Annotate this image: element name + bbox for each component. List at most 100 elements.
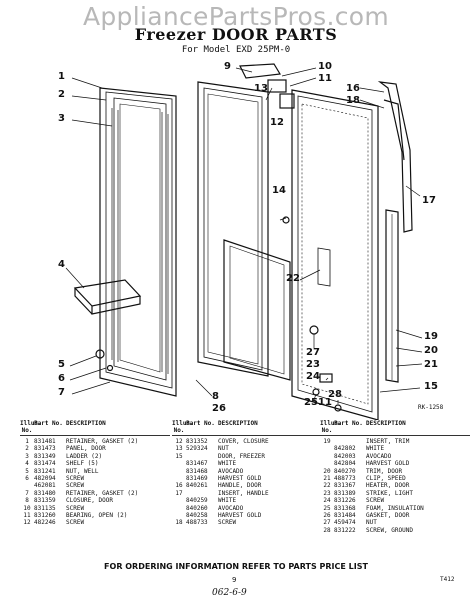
watermark: AppliancePartsPros.com bbox=[82, 2, 390, 31]
illus-no-cell bbox=[320, 453, 334, 460]
description-cell: HANDLE, DOOR bbox=[218, 482, 262, 490]
callout-3: 3 bbox=[58, 113, 65, 124]
illus-no-cell: 5 bbox=[25, 467, 29, 475]
hinge-bracket-drawing bbox=[239, 63, 295, 109]
well-nut-drawing bbox=[95, 349, 105, 359]
illus-no-cell: 8 bbox=[25, 497, 29, 505]
illus-no-cell: 6 bbox=[25, 475, 29, 483]
description-cell: PANEL, DOOR bbox=[66, 445, 106, 453]
description-cell: AVOCADO bbox=[366, 452, 392, 460]
part-no-cell: 488773 bbox=[334, 475, 356, 483]
description-cell: WHITE bbox=[218, 460, 237, 468]
callout-27: 27 bbox=[306, 347, 320, 358]
illus-no-cell bbox=[172, 475, 186, 482]
part-no-cell: 842003 bbox=[334, 452, 356, 460]
description-cell: SCREW bbox=[66, 504, 85, 512]
illus-no-cell bbox=[320, 460, 334, 467]
part-no-cell: 459474 bbox=[334, 519, 356, 527]
part-no-cell: 462081 bbox=[34, 482, 56, 490]
illus-no-cell: 15 bbox=[175, 452, 183, 460]
description-cell: SCREW bbox=[218, 519, 237, 527]
description-cell: SHELF (5) bbox=[66, 460, 99, 468]
callout-15: 15 bbox=[424, 381, 438, 392]
illus-no-cell: 7 bbox=[25, 489, 29, 497]
callout-10: 10 bbox=[318, 61, 332, 72]
part-no-cell: 831474 bbox=[34, 460, 56, 468]
callout-13: 13 bbox=[254, 83, 268, 94]
callout-7: 7 bbox=[58, 387, 65, 398]
description-cell: SCREW bbox=[66, 475, 85, 483]
part-no-cell: 840260 bbox=[186, 504, 208, 512]
description-cell: RETAINER, GASKET (2) bbox=[66, 489, 139, 497]
model-subtitle: For Model EXD 25PM-0 bbox=[181, 45, 291, 55]
description-cell: SCREW bbox=[66, 482, 85, 490]
description-cell: FOAM, INSULATION bbox=[366, 504, 424, 512]
illus-no-cell: 20 bbox=[323, 467, 331, 475]
door-liner-drawing bbox=[197, 81, 269, 377]
illus-no-cell: 19 bbox=[323, 438, 331, 445]
description-cell: NUT, WELL bbox=[66, 467, 99, 475]
callout-17: 17 bbox=[422, 195, 436, 206]
illus-no-cell bbox=[172, 460, 186, 467]
part-no-cell: 831389 bbox=[334, 489, 356, 497]
description-cell: SCREW, GROUND bbox=[366, 526, 413, 534]
illus-no-cell bbox=[320, 445, 334, 452]
page-number: 9 bbox=[232, 576, 237, 584]
illus-no-cell: 1 bbox=[25, 438, 29, 445]
part-no-cell: 840259 bbox=[186, 497, 208, 505]
part-no-cell: 840261 bbox=[186, 482, 208, 490]
callout-16: 16 bbox=[346, 83, 360, 94]
door-panel-drawing bbox=[99, 87, 177, 397]
description-cell: CLOSURE, DOOR bbox=[66, 497, 113, 505]
part-no-cell bbox=[186, 453, 218, 460]
description-cell: GASKET, DOOR bbox=[366, 512, 410, 520]
description-cell: SCREW bbox=[66, 519, 85, 527]
part-no-cell: 831222 bbox=[334, 526, 356, 534]
callout-18: 18 bbox=[346, 95, 360, 106]
callout-22: 22 bbox=[286, 273, 300, 284]
callout-9: 9 bbox=[224, 61, 231, 72]
part-no-cell: 840270 bbox=[334, 467, 356, 475]
illus-no-cell: 27 bbox=[323, 519, 331, 527]
description-cell: RETAINER, GASKET (2) bbox=[66, 438, 139, 445]
callout-1: 1 bbox=[58, 71, 65, 82]
ladder-drawing bbox=[111, 108, 169, 374]
illus-no-cell: 16 bbox=[175, 482, 183, 490]
door-closure-drawing bbox=[223, 239, 291, 381]
illus-no-cell: 18 bbox=[175, 519, 183, 527]
callout-23: 23 bbox=[306, 359, 320, 370]
part-no-cell: 831468 bbox=[186, 467, 208, 475]
table-row: 462081 SCREW bbox=[20, 482, 170, 489]
illus-no-cell: 25 bbox=[323, 504, 331, 512]
illus-no-cell: 11 bbox=[23, 512, 31, 520]
callout-25: 25 bbox=[304, 397, 318, 408]
callout-12: 12 bbox=[270, 117, 284, 128]
illus-no-cell: 4 bbox=[25, 460, 29, 468]
part-no-cell: 831226 bbox=[334, 497, 356, 505]
description-cell: STRIKE, LIGHT bbox=[366, 489, 413, 497]
part-no-cell: 831135 bbox=[34, 504, 56, 512]
description-cell: COVER, CLOSURE bbox=[218, 438, 269, 445]
